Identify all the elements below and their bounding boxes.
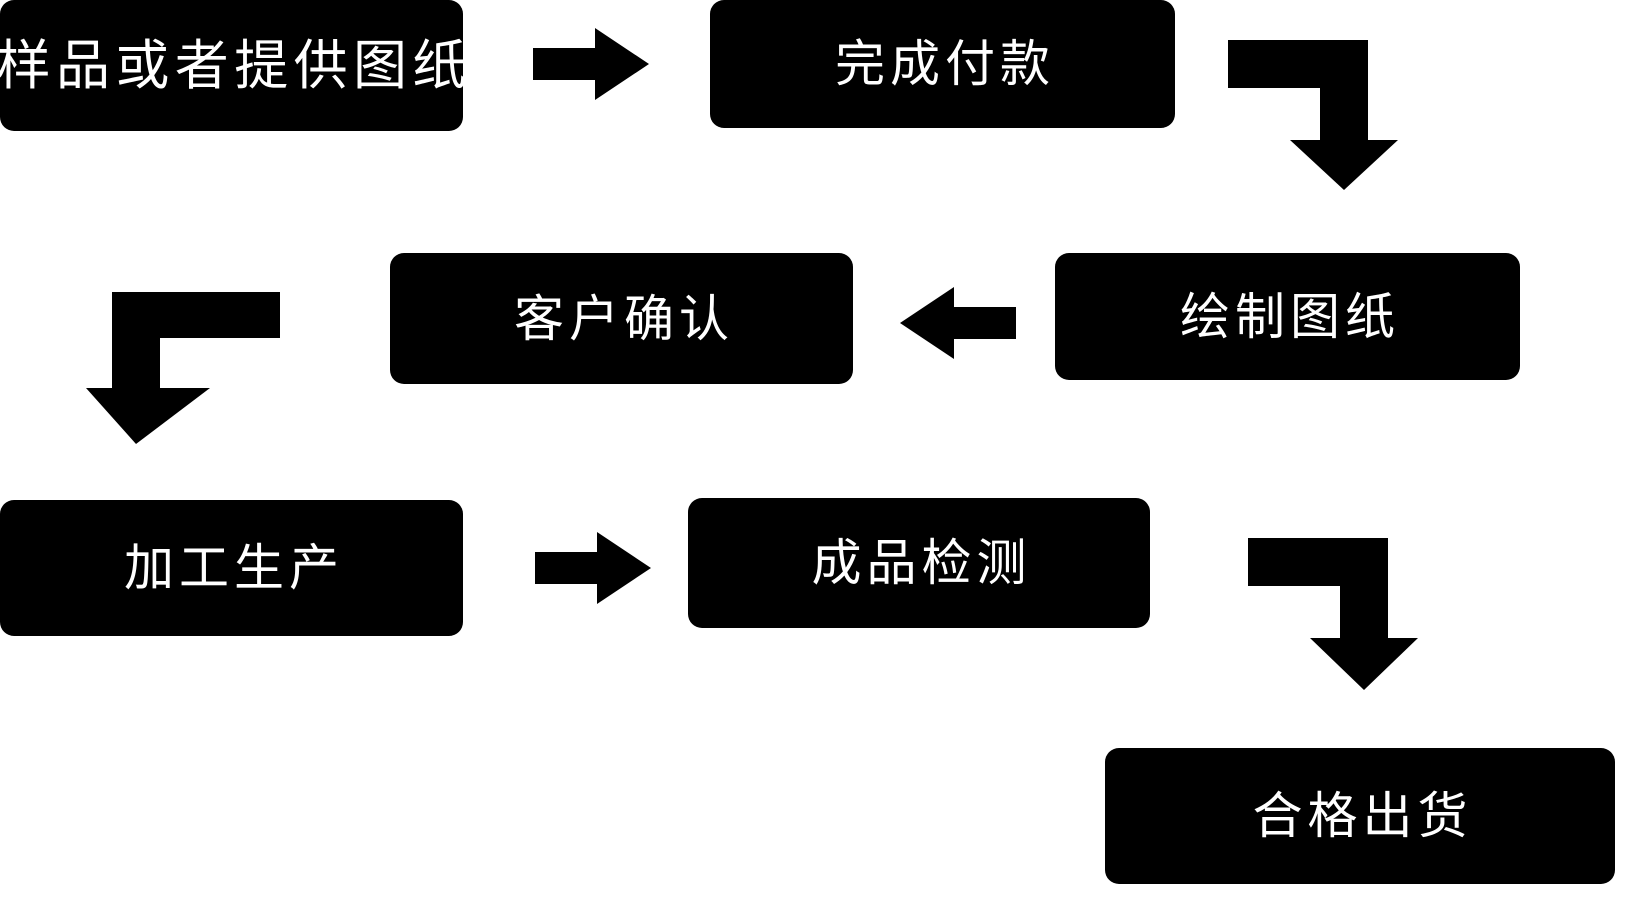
flow-node-sample-or-drawing[interactable]: 样品或者提供图纸 [0,0,466,131]
arrow-elbow-right-down-icon [1248,538,1418,690]
arrow-right-icon [533,28,649,100]
arrow-elbow-left-down-icon [86,292,280,444]
flow-node-draw-drawing[interactable]: 绘制图纸 [1055,253,1520,380]
flow-node-label: 客户确认 [514,290,734,347]
flow-node-complete-payment[interactable]: 完成付款 [710,0,1175,128]
arrow-right-icon [535,532,651,604]
flow-node-label: 完成付款 [835,36,1055,92]
flow-node-label: 合格出货 [1252,788,1473,844]
arrow-left-icon [900,287,1016,359]
arrow-elbow-right-down-icon [1228,40,1398,190]
flow-node-label: 绘制图纸 [1180,288,1400,345]
flow-node-label: 成品检测 [811,535,1032,591]
flow-node-customer-confirm[interactable]: 客户确认 [390,253,853,384]
flow-node-label: 样品或者提供图纸 [0,35,472,96]
flow-node-finished-inspection[interactable]: 成品检测 [688,498,1150,628]
flow-node-qualified-shipment[interactable]: 合格出货 [1105,748,1615,884]
flow-node-label: 加工生产 [124,540,344,596]
flow-node-processing-production[interactable]: 加工生产 [0,500,463,636]
